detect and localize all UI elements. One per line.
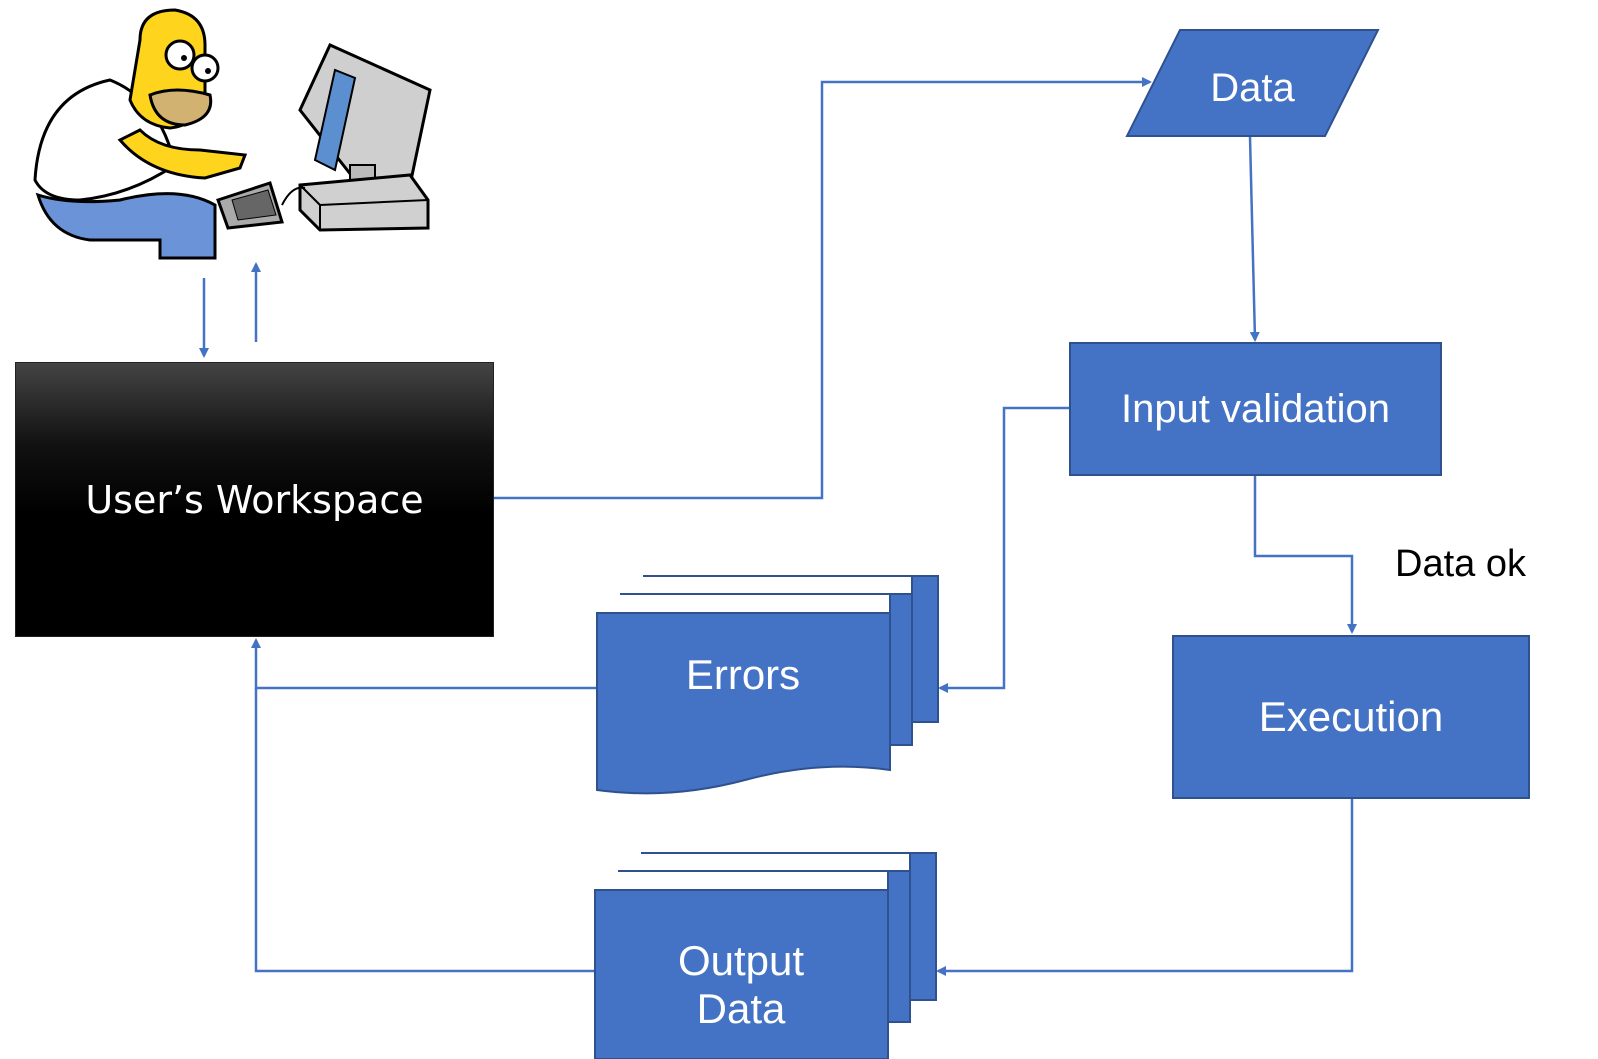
arrow-errors-to-workspace bbox=[251, 638, 597, 690]
execution-node bbox=[1172, 635, 1530, 799]
arrow-data-to-validation bbox=[1248, 136, 1260, 342]
workspace-label: User’s Workspace bbox=[85, 477, 424, 522]
input-validation-label: Input validation bbox=[1120, 386, 1391, 431]
input-validation-node bbox=[1069, 342, 1442, 476]
errors-label: Errors bbox=[685, 651, 801, 698]
user-at-computer-icon bbox=[33, 8, 432, 260]
arrow-validation-to-execution bbox=[1253, 476, 1357, 634]
arrow-validation-to-errors bbox=[938, 406, 1070, 693]
errors-node bbox=[596, 575, 939, 795]
users-workspace-node: User’s Workspace bbox=[15, 362, 494, 637]
arrow-workspace-to-data bbox=[492, 77, 1152, 500]
arrow-execution-down bbox=[936, 798, 1354, 976]
data-node-label: Data bbox=[1210, 65, 1295, 110]
data-node bbox=[1125, 29, 1380, 137]
connectors bbox=[199, 77, 1357, 976]
output-data-label: Output Data bbox=[677, 936, 805, 1032]
execution-label: Execution bbox=[1258, 693, 1444, 740]
arrow-output-to-workspace bbox=[254, 688, 595, 973]
data-ok-label: Data ok bbox=[1395, 543, 1526, 585]
output-data-node bbox=[594, 852, 937, 1059]
